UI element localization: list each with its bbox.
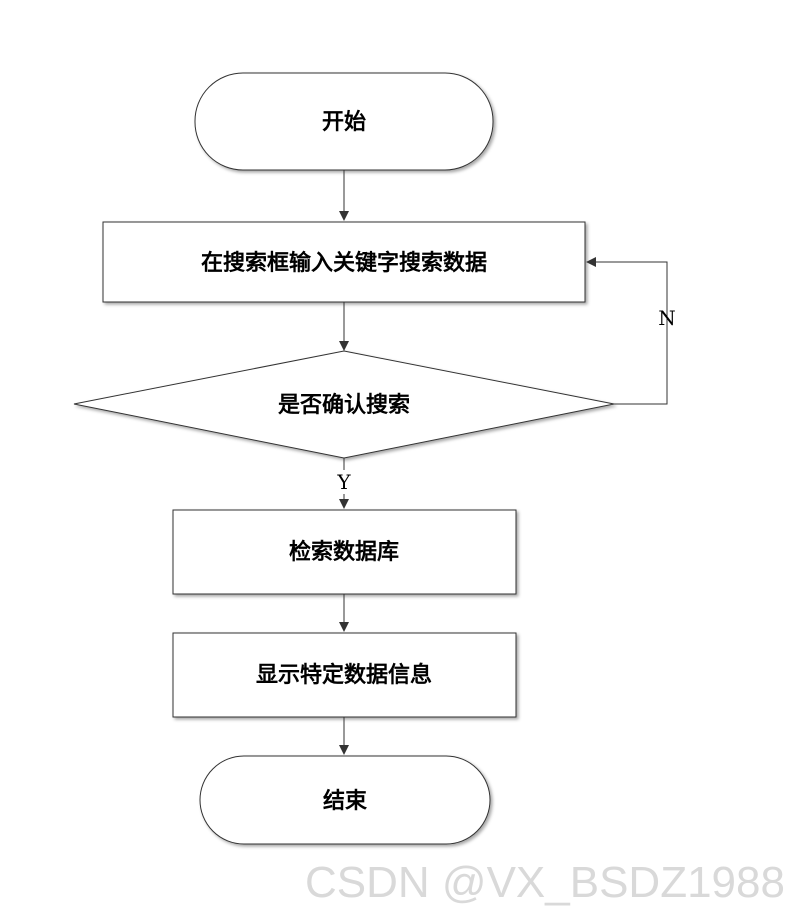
decision-label: 是否确认搜索 — [278, 392, 410, 418]
edge-no-loop — [586, 257, 668, 405]
start-label: 开始 — [322, 109, 366, 135]
yes-label-bg — [336, 470, 352, 494]
query-label: 检索数据库 — [289, 539, 399, 565]
decision-node: 是否确认搜索 — [73, 350, 615, 459]
display-label: 显示特定数据信息 — [256, 662, 432, 688]
start-node: 开始 — [194, 72, 494, 171]
display-node: 显示特定数据信息 — [172, 632, 517, 718]
input-label: 在搜索框输入关键字搜索数据 — [201, 250, 487, 276]
query-node: 检索数据库 — [172, 509, 517, 595]
input-node: 在搜索框输入关键字搜索数据 — [102, 221, 586, 303]
watermark: CSDN @VX_BSDZ1988 — [305, 858, 785, 907]
yes-label: Y — [336, 470, 351, 494]
end-node: 结束 — [199, 755, 491, 845]
no-label: N — [658, 306, 676, 330]
end-label: 结束 — [323, 788, 368, 814]
